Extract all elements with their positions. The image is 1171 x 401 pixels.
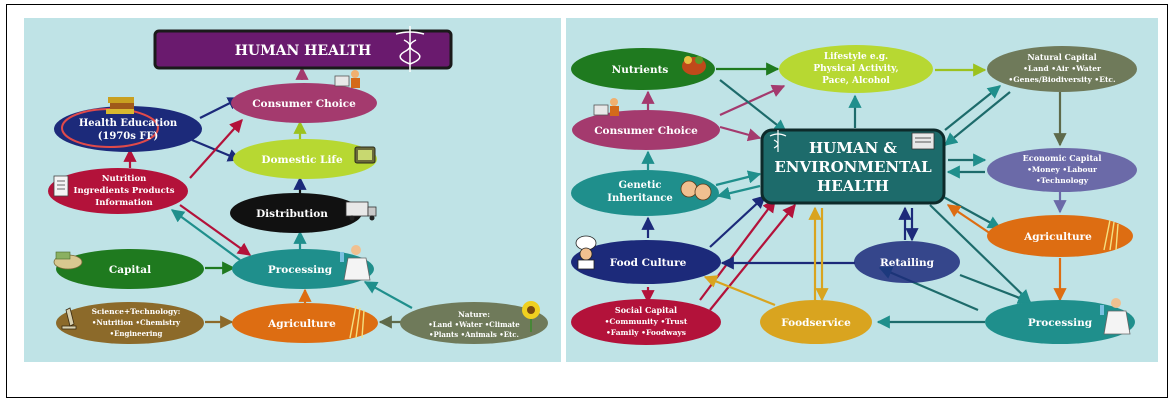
svg-text:HEALTH: HEALTH <box>817 177 889 195</box>
svg-text:Consumer Choice: Consumer Choice <box>252 98 356 110</box>
node-consumer-choice-left: Consumer Choice <box>231 70 377 123</box>
node-nutrients: Nutrients <box>571 48 715 90</box>
svg-text:Inheritance: Inheritance <box>607 193 672 204</box>
node-retailing: Retailing <box>854 241 960 283</box>
food-basket-icon <box>682 56 706 75</box>
node-science-technology: Science+Technology: •Nutrition •Chemistr… <box>56 302 204 344</box>
svg-text:•Nutrition •Chemistry: •Nutrition •Chemistry <box>92 318 181 327</box>
svg-text:•Technology: •Technology <box>1036 176 1089 185</box>
node-food-culture: Food Culture <box>571 235 721 284</box>
svg-text:Natural Capital: Natural Capital <box>1027 52 1096 62</box>
svg-text:Nutrition: Nutrition <box>102 174 147 184</box>
svg-text:Processing: Processing <box>268 264 333 276</box>
money-hand-icon <box>53 251 83 270</box>
svg-text:•Family •Foodways: •Family •Foodways <box>606 328 686 337</box>
node-consumer-choice-right: Consumer Choice <box>572 98 720 150</box>
truck-icon <box>345 201 377 221</box>
svg-text:Health Education: Health Education <box>79 118 178 129</box>
sunflower-icon <box>522 301 540 332</box>
svg-text:Economic Capital: Economic Capital <box>1023 153 1102 163</box>
svg-text:Agriculture: Agriculture <box>1023 231 1092 243</box>
chef-icon <box>575 235 597 270</box>
svg-text:Physical Activity,: Physical Activity, <box>813 64 898 74</box>
svg-text:(1970s FF): (1970s FF) <box>98 131 159 142</box>
svg-text:Lifestyle e.g.: Lifestyle e.g. <box>824 52 888 62</box>
svg-text:HUMAN &: HUMAN & <box>809 139 897 157</box>
node-genetic-inheritance: Genetic Inheritance <box>571 170 719 216</box>
svg-text:Pace, Alcohol: Pace, Alcohol <box>822 76 890 86</box>
microscope-icon <box>61 307 77 330</box>
svg-text:Food Culture: Food Culture <box>610 257 687 269</box>
svg-text:Foodservice: Foodservice <box>781 317 851 329</box>
node-agriculture-left: Agriculture <box>232 303 378 343</box>
node-distribution: Distribution <box>230 193 377 233</box>
svg-text:•Land •Air •Water: •Land •Air •Water <box>1023 64 1102 73</box>
svg-text:Information: Information <box>95 198 152 208</box>
svg-text:•Land •Water •Climate: •Land •Water •Climate <box>428 320 520 329</box>
svg-text:Distribution: Distribution <box>256 208 328 220</box>
node-social-capital: Social Capital •Community •Trust •Family… <box>571 299 721 345</box>
left-title-box: HUMAN HEALTH <box>153 26 453 72</box>
node-processing-right: Processing <box>985 298 1135 344</box>
svg-text:•Money •Labour: •Money •Labour <box>1027 165 1098 174</box>
svg-text:•Engineering: •Engineering <box>110 329 163 338</box>
node-economic-capital: Economic Capital •Money •Labour •Technol… <box>987 148 1137 192</box>
svg-text:•Plants •Animals •Etc.: •Plants •Animals •Etc. <box>429 330 519 339</box>
svg-text:Science+Technology:: Science+Technology: <box>92 307 181 316</box>
document-icon <box>53 175 69 197</box>
node-nature: Nature: •Land •Water •Climate •Plants •A… <box>400 301 548 344</box>
faces-icon <box>680 180 712 201</box>
node-agriculture-right: Agriculture <box>987 215 1133 257</box>
svg-text:•Genes/Biodiversity •Etc.: •Genes/Biodiversity •Etc. <box>1008 75 1115 84</box>
wheat-icon <box>1103 219 1119 251</box>
svg-text:Consumer Choice: Consumer Choice <box>594 125 698 137</box>
svg-text:Nutrients: Nutrients <box>612 64 669 76</box>
television-icon <box>354 146 376 164</box>
caduceus-icon <box>395 26 425 72</box>
svg-text:•Community •Trust: •Community •Trust <box>605 317 688 326</box>
node-nutrition: Nutrition Ingredients Products Informati… <box>48 168 188 214</box>
center-human-environmental-health: HUMAN & ENVIRONMENTAL HEALTH <box>760 128 946 205</box>
person-at-computer-icon <box>334 70 360 88</box>
node-lifestyle: Lifestyle e.g. Physical Activity, Pace, … <box>779 45 933 93</box>
left-title: HUMAN HEALTH <box>235 43 372 59</box>
person-at-computer-icon <box>593 98 619 116</box>
svg-text:Processing: Processing <box>1028 317 1093 329</box>
svg-text:Domestic Life: Domestic Life <box>261 154 343 166</box>
svg-text:Capital: Capital <box>109 264 151 276</box>
node-capital: Capital <box>53 249 204 289</box>
scientist-icon <box>340 245 371 281</box>
svg-text:Nature:: Nature: <box>458 310 490 319</box>
caduceus-icon <box>769 130 787 152</box>
node-domestic-life: Domestic Life <box>233 139 377 179</box>
books-icon <box>106 97 134 114</box>
newspaper-icon <box>911 132 935 150</box>
node-natural-capital: Natural Capital •Land •Air •Water •Genes… <box>987 46 1137 92</box>
wheat-icon <box>349 305 365 339</box>
svg-text:Ingredients Products: Ingredients Products <box>74 186 175 196</box>
svg-text:Agriculture: Agriculture <box>267 318 336 330</box>
node-health-education: Health Education (1970s FF) <box>54 97 202 152</box>
svg-text:Genetic: Genetic <box>618 180 661 191</box>
svg-text:Retailing: Retailing <box>880 257 935 269</box>
svg-text:ENVIRONMENTAL: ENVIRONMENTAL <box>774 158 932 176</box>
node-processing-left: Processing <box>232 245 374 289</box>
node-foodservice: Foodservice <box>760 300 872 344</box>
scientist-icon <box>1100 298 1131 335</box>
svg-text:Social Capital: Social Capital <box>615 305 677 315</box>
